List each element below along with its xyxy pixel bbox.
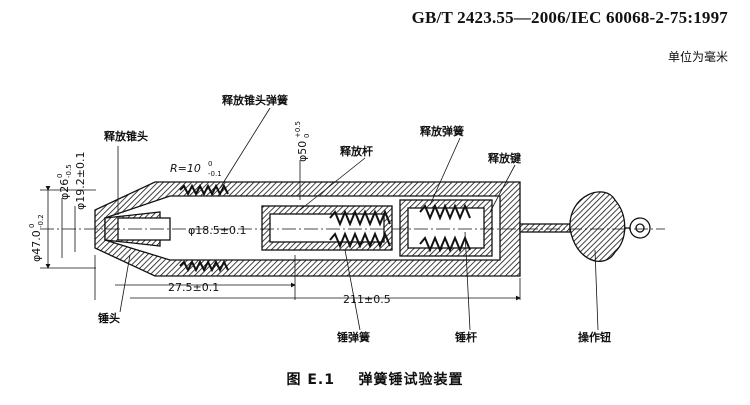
label-release-spring: 释放弹簧	[420, 124, 464, 138]
svg-text:0: 0	[28, 224, 36, 228]
svg-text:-0.2: -0.2	[37, 214, 45, 228]
figure-caption: 图 E.1 弹簧锤试验装置	[0, 369, 750, 389]
dim-d47: φ47.0 0 -0.2	[28, 214, 45, 262]
dim-d26: φ26 0 -0.5	[56, 164, 73, 200]
label-release-cone-spring: 释放锥头弹簧	[222, 93, 288, 107]
dim-d18: φ18.5±0.1	[188, 224, 246, 237]
standard-header: GB/T 2423.55—2006/IEC 60068-2-75:1997	[411, 8, 728, 27]
svg-text:-0.5: -0.5	[65, 164, 73, 178]
label-operating-knob: 操作钮	[578, 330, 611, 344]
label-hammer-rod: 锤杆	[455, 330, 477, 344]
unit-note: 单位为毫米	[667, 50, 728, 64]
svg-text:0: 0	[208, 160, 212, 168]
leader-lines	[117, 107, 599, 331]
hammer-housing	[94, 181, 521, 277]
svg-text:R=10: R=10	[170, 162, 201, 175]
dim-len27: 27.5±0.1	[168, 281, 219, 294]
dim-d19: φ19.2±0.1	[74, 152, 87, 210]
dim-radius: R=10 0 -0.1	[170, 160, 222, 178]
svg-text:φ50: φ50	[296, 141, 309, 162]
dim-d50: φ50 +0.5 0	[294, 121, 311, 162]
svg-text:0: 0	[56, 174, 64, 178]
svg-text:φ47.0: φ47.0	[30, 230, 43, 262]
label-release-key: 释放键	[488, 151, 522, 165]
figure-title: 弹簧锤试验装置	[358, 372, 464, 388]
svg-text:0: 0	[303, 134, 311, 138]
svg-text:-0.1: -0.1	[208, 170, 222, 178]
dimension-lines	[40, 160, 521, 301]
label-hammer-head: 锤头	[98, 311, 120, 325]
hammer-spring-coils	[179, 183, 471, 273]
figure-number: 图 E.1	[286, 372, 335, 388]
svg-text:φ26: φ26	[58, 179, 71, 200]
label-hammer-spring: 锤弹簧	[337, 330, 370, 344]
operating-knob	[519, 191, 651, 262]
svg-text:+0.5: +0.5	[294, 121, 302, 138]
label-release-rod: 释放杆	[340, 144, 373, 158]
dim-len211: 211±0.5	[343, 293, 391, 306]
label-release-cone: 释放锥头	[104, 129, 148, 143]
